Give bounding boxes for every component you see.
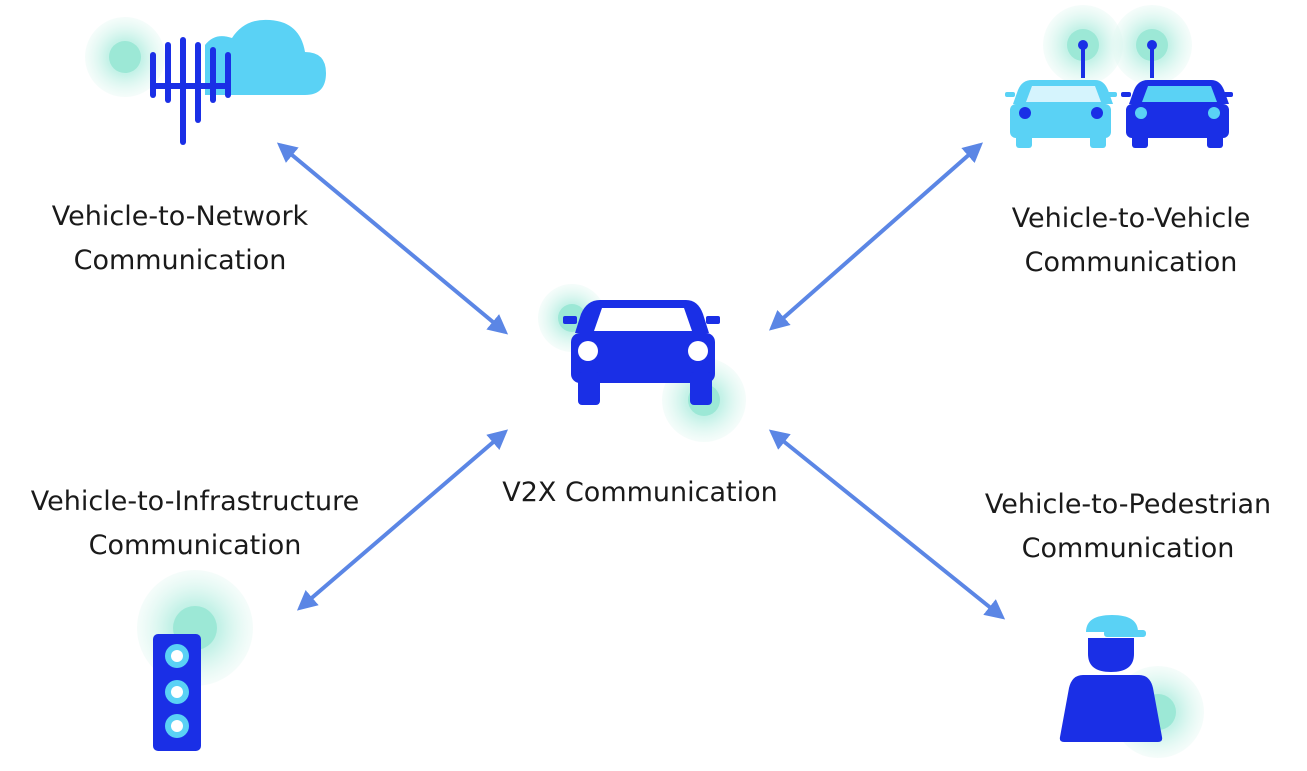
- pedestrian-label-line1: Vehicle-to-Pedestrian: [984, 489, 1272, 520]
- infrastructure-label-line1: Vehicle-to-Infrastructure: [30, 486, 360, 517]
- arrow-infrastructure: [296, 429, 509, 611]
- traffic-light-icon: [137, 570, 253, 751]
- infrastructure-label: Vehicle-to-Infrastructure Communication: [31, 480, 359, 568]
- network-label-line1: Vehicle-to-Network: [51, 201, 309, 232]
- center-label-text: V2X Communication: [502, 477, 778, 508]
- center-label: V2X Communication: [502, 471, 778, 515]
- arrow-vehicle: [768, 142, 984, 331]
- vehicle-label-line1: Vehicle-to-Vehicle: [1011, 203, 1251, 234]
- arrow-network: [276, 142, 509, 335]
- central-car-icon: [538, 284, 746, 442]
- network-label: Vehicle-to-Network Communication: [52, 195, 308, 283]
- pedestrian-icon: [1059, 615, 1204, 758]
- vehicle-label: Vehicle-to-Vehicle Communication: [1012, 197, 1251, 285]
- vehicle-label-line2: Communication: [1024, 247, 1238, 278]
- connection-arrows: [276, 142, 1006, 620]
- arrow-pedestrian: [768, 429, 1006, 620]
- pedestrian-label-line2: Communication: [1021, 533, 1235, 564]
- pedestrian-label: Vehicle-to-Pedestrian Communication: [985, 483, 1271, 571]
- two-cars-icon: [1005, 5, 1233, 148]
- network-label-line2: Communication: [73, 245, 287, 276]
- cell-tower-cloud-icon: [85, 17, 326, 145]
- infrastructure-label-line2: Communication: [88, 530, 302, 561]
